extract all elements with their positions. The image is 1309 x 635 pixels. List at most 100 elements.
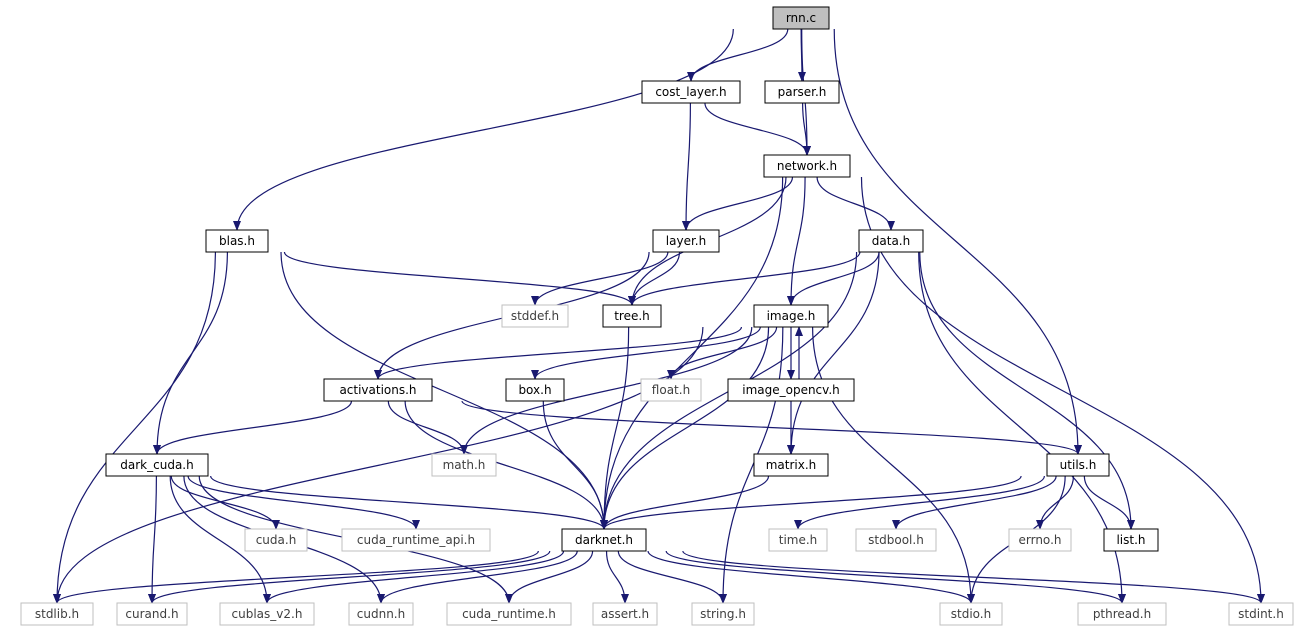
- node-stdbool: stdbool.h: [855, 528, 937, 552]
- edge-image-to-activations: [374, 326, 743, 380]
- node-cuda-runtime: cuda_runtime.h: [446, 602, 572, 626]
- node-activations[interactable]: activations.h: [323, 378, 433, 402]
- node-assert: assert.h: [592, 602, 658, 626]
- node-stdint: stdint.h: [1228, 602, 1294, 626]
- node-label: rnn.c: [786, 11, 816, 25]
- node-box: [219, 602, 315, 626]
- node-box: [772, 6, 830, 30]
- node-label: errno.h: [1019, 533, 1062, 547]
- node-label: stdbool.h: [868, 533, 924, 547]
- edge-image-to-box: [531, 326, 761, 380]
- edge-rnn-to-cost_layer: [687, 28, 789, 82]
- node-label: stdio.h: [951, 607, 991, 621]
- node-data[interactable]: data.h: [858, 229, 924, 253]
- node-float: float.h: [640, 378, 702, 402]
- node-matrix[interactable]: matrix.h: [753, 453, 829, 477]
- node-label: math.h: [443, 458, 486, 472]
- node-box: [858, 229, 924, 253]
- edge-rnn-to-blas: [233, 28, 734, 231]
- node-list[interactable]: list.h: [1103, 528, 1159, 552]
- edge-network-to-layer: [682, 176, 794, 231]
- node-box: [753, 453, 829, 477]
- node-box: [763, 154, 851, 178]
- edge-image-to-stdio: [812, 326, 975, 604]
- node-box: [1228, 602, 1294, 626]
- node-box: [505, 378, 565, 402]
- node-box: [561, 528, 647, 552]
- node-label: dark_cuda.h: [120, 458, 193, 472]
- edge-darknet-to-stdint: [682, 550, 1265, 604]
- node-label: assert.h: [601, 607, 649, 621]
- node-tree[interactable]: tree.h: [602, 304, 662, 328]
- edge-utils-to-list: [1083, 475, 1135, 530]
- node-label: blas.h: [219, 234, 255, 248]
- node-box: [105, 453, 209, 477]
- node-stdlib: stdlib.h: [20, 602, 94, 626]
- node-box: [1008, 528, 1072, 552]
- edge-cost_layer-to-layer: [682, 102, 691, 231]
- node-box: [348, 602, 414, 626]
- node-box: [116, 602, 188, 626]
- edge-darknet-to-cublas_v2: [263, 550, 565, 604]
- edge-blas-to-dark_cuda: [153, 251, 228, 455]
- nodes: rnn.c cost_layer.h parser.h network.h blas.h…: [20, 6, 1294, 626]
- node-label: float.h: [652, 383, 690, 397]
- node-dark-cuda[interactable]: dark_cuda.h: [105, 453, 209, 477]
- node-box: [205, 229, 269, 253]
- node-box[interactable]: box.h: [505, 378, 565, 402]
- node-label: cublas_v2.h: [232, 607, 303, 621]
- edge-network-to-data: [816, 176, 895, 231]
- edge-dark_cuda-to-darknet: [210, 475, 608, 530]
- edge-cost_layer-to-network: [704, 102, 811, 156]
- node-utils[interactable]: utils.h: [1046, 453, 1110, 477]
- edge-parser-to-network: [802, 102, 811, 156]
- node-box: [691, 602, 755, 626]
- node-label: data.h: [872, 234, 910, 248]
- edge-image-to-float: [667, 326, 778, 380]
- edge-darknet-to-cuda_runtime: [505, 550, 594, 604]
- node-label: stddef.h: [511, 309, 559, 323]
- edge-darknet-to-string: [617, 550, 727, 604]
- node-box: [939, 602, 1003, 626]
- node-box: [652, 229, 720, 253]
- node-stdio: stdio.h: [939, 602, 1003, 626]
- node-box: [727, 378, 855, 402]
- node-label: list.h: [1116, 533, 1145, 547]
- node-label: cuda_runtime_api.h: [357, 533, 475, 547]
- node-label: image_opencv.h: [742, 383, 840, 397]
- edge-activations-to-darknet: [404, 400, 608, 530]
- node-image[interactable]: image.h: [753, 304, 829, 328]
- node-layer[interactable]: layer.h: [652, 229, 720, 253]
- node-cudnn: cudnn.h: [348, 602, 414, 626]
- node-label: cost_layer.h: [655, 85, 726, 99]
- node-box: [1077, 602, 1167, 626]
- edge-activations-to-utils: [461, 400, 1082, 455]
- edge-data-to-list: [919, 251, 1135, 530]
- edge-network-to-darknet: [600, 176, 784, 530]
- edge-dark_cuda-to-cuda_runtime_api: [187, 475, 420, 530]
- node-box: [640, 378, 702, 402]
- node-image-opencv[interactable]: image_opencv.h: [727, 378, 855, 402]
- node-darknet[interactable]: darknet.h: [561, 528, 647, 552]
- edge-blas-to-tree: [283, 251, 636, 306]
- node-blas[interactable]: blas.h: [205, 229, 269, 253]
- node-box: [768, 528, 828, 552]
- node-label: cuda_runtime.h: [462, 607, 556, 621]
- node-box: [446, 602, 572, 626]
- edge-utils-to-stdbool: [892, 475, 1057, 530]
- edge-darknet-to-pthread: [665, 550, 1126, 604]
- node-parser[interactable]: parser.h: [764, 80, 840, 104]
- node-label: time.h: [779, 533, 818, 547]
- node-label: activations.h: [339, 383, 416, 397]
- node-network[interactable]: network.h: [763, 154, 851, 178]
- node-rnn[interactable]: rnn.c: [772, 6, 830, 30]
- node-label: darknet.h: [575, 533, 633, 547]
- node-box: [323, 378, 433, 402]
- edge-data-to-image: [787, 251, 880, 306]
- edge-image-to-darknet: [600, 326, 770, 530]
- node-box: [602, 304, 662, 328]
- node-label: cuda.h: [256, 533, 297, 547]
- node-cost-layer[interactable]: cost_layer.h: [641, 80, 741, 104]
- node-cublas-v2: cublas_v2.h: [219, 602, 315, 626]
- edge-darknet-to-stdio: [647, 550, 975, 604]
